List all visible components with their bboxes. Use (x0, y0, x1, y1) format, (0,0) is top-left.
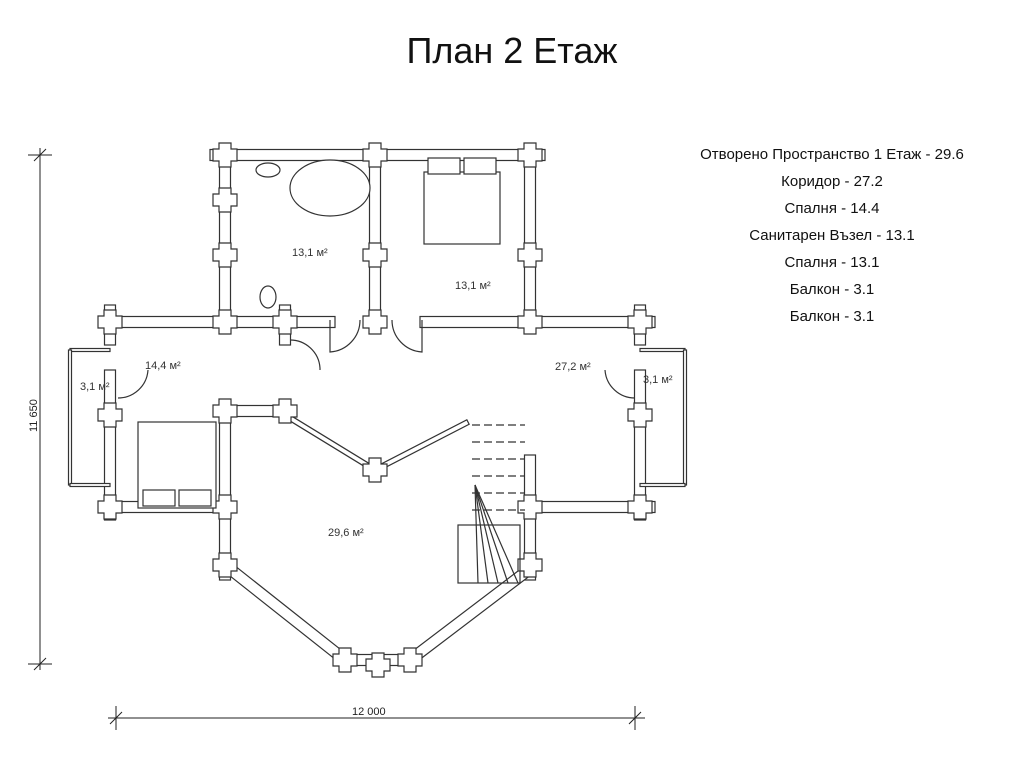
wall (639, 482, 686, 488)
log-joint (272, 309, 298, 335)
wall (69, 347, 111, 353)
wall (67, 349, 73, 486)
legend-item: Балкон - 3.1 (789, 308, 875, 325)
log-joint (397, 647, 423, 673)
log-joint (517, 552, 543, 578)
pillow (463, 157, 497, 175)
wall (523, 144, 537, 331)
pillow (178, 489, 212, 507)
door-swing (117, 369, 149, 399)
toilet (259, 285, 277, 309)
room-label-bedroom-top: 13,1 м² (455, 280, 491, 292)
log-joint (212, 187, 238, 213)
stair-winder (474, 484, 479, 584)
pillow (427, 157, 461, 175)
log-joint (332, 647, 358, 673)
wall (682, 349, 688, 486)
log-joint (627, 402, 653, 428)
page-title: План 2 Етаж (406, 30, 618, 71)
log-joint (272, 398, 298, 424)
room-label-balcony-right: 3,1 м² (643, 374, 673, 386)
log-joint (212, 309, 238, 335)
walls (67, 142, 688, 678)
log-joint (517, 142, 543, 168)
log-joint (517, 494, 543, 520)
log-joint (362, 309, 388, 335)
bed-top (423, 171, 501, 245)
room-area-legend: Отворено Пространство 1 Етаж - 29.6 Кори… (640, 145, 1024, 334)
legend-item: Отворено Пространство 1 Етаж - 29.6 (700, 146, 964, 163)
wall (69, 482, 111, 488)
log-joint (97, 494, 123, 520)
log-joint (212, 552, 238, 578)
wall (220, 559, 350, 666)
log-joint (212, 242, 238, 268)
wall (373, 418, 470, 474)
stair-winder (474, 484, 519, 584)
dimension-width: 12 000 (352, 706, 386, 718)
room-labels: 13,1 м² 13,1 м² 14,4 м² 3,1 м² 27,2 м² 3… (80, 247, 673, 539)
stair-winder (474, 484, 509, 584)
log-joint (362, 457, 388, 483)
dimension-height: 11 650 (28, 399, 40, 432)
bathtub (289, 159, 371, 217)
log-joint (517, 242, 543, 268)
wall (218, 144, 232, 326)
log-joint (97, 309, 123, 335)
door-swing (604, 369, 636, 399)
room-label-open-space: 29,6 м² (328, 527, 364, 539)
log-joint (362, 242, 388, 268)
log-joint (517, 309, 543, 335)
door-swing (329, 319, 361, 353)
wall (639, 347, 686, 353)
log-joint (627, 309, 653, 335)
stair-winder (474, 484, 489, 584)
staircase (457, 424, 525, 584)
wall (405, 559, 540, 666)
fixtures (117, 157, 636, 584)
legend-item: Спалня - 14.4 (784, 200, 880, 217)
wall (368, 144, 382, 331)
sink (255, 162, 281, 178)
room-label-bedroom-left: 14,4 м² (145, 360, 181, 372)
log-joint (362, 142, 388, 168)
legend-item: Коридор - 27.2 (781, 173, 883, 190)
door-swing (391, 319, 423, 353)
room-label-corridor: 27,2 м² (555, 361, 591, 373)
room-label-bathroom: 13,1 м² (292, 247, 328, 259)
legend-item: Спалня - 13.1 (784, 254, 880, 271)
stair-winder (474, 484, 499, 584)
log-joint (212, 398, 238, 424)
log-joint (97, 402, 123, 428)
room-label-balcony-left: 3,1 м² (80, 381, 110, 393)
door-swing (289, 339, 321, 370)
stair-landing (457, 524, 521, 584)
log-joint (212, 494, 238, 520)
pillow (142, 489, 176, 507)
log-joint (365, 652, 391, 678)
log-joint (212, 142, 238, 168)
log-joint (627, 494, 653, 520)
legend-item: Санитарен Възел - 13.1 (749, 227, 915, 244)
dimension-lines (28, 148, 645, 730)
legend-item: Балкон - 3.1 (789, 281, 875, 298)
